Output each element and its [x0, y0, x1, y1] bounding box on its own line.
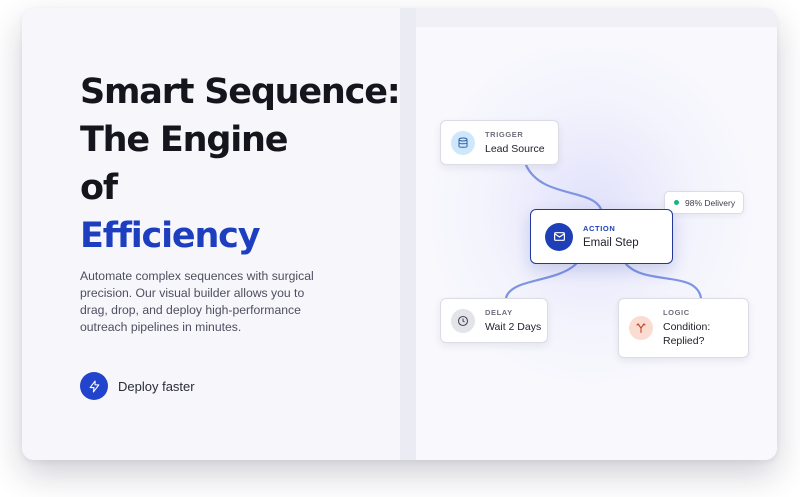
trigger-node-label: Lead Source — [485, 142, 545, 155]
delay-node[interactable]: DELAY Wait 2 Days — [440, 298, 548, 343]
flow-connectors — [504, 163, 703, 300]
status-dot-icon — [674, 200, 679, 205]
connector-action-delay — [504, 262, 578, 300]
logic-node[interactable]: LOGIC Condition: Replied? — [618, 298, 749, 358]
logic-node-label-line-1: Condition: — [663, 321, 711, 333]
action-node-label: Email Step — [583, 236, 639, 249]
delay-node-label: Wait 2 Days — [485, 320, 542, 333]
delivery-rate-label: 98% Delivery — [685, 197, 736, 208]
action-node-tag: ACTION — [583, 223, 616, 233]
logic-node-tag: LOGIC — [663, 308, 690, 317]
trigger-node[interactable]: TRIGGER Lead Source — [440, 120, 559, 165]
lightning-bolt-icon — [80, 372, 108, 400]
deploy-faster-label: Deploy faster — [118, 378, 195, 394]
panel-divider — [400, 8, 416, 460]
hero-panel: Smart Sequence: The Engine of Efficiency… — [22, 8, 401, 460]
connector-action-logic — [624, 262, 703, 300]
canvas-top-strip — [416, 8, 777, 27]
hero-title-line-2: The Engine — [80, 120, 288, 160]
clock-icon — [451, 308, 475, 333]
logic-node-label-line-2: Replied? — [663, 335, 705, 347]
logic-node-label: Condition: Replied? — [663, 320, 710, 348]
hero-title: Smart Sequence: The Engine of Efficiency — [80, 68, 410, 260]
database-icon — [451, 130, 475, 155]
branch-icon — [629, 316, 653, 340]
action-node[interactable]: ACTION Email Step — [530, 209, 673, 264]
hero-title-line-1: Smart Sequence: — [80, 72, 401, 112]
trigger-node-tag: TRIGGER — [485, 129, 524, 139]
sequence-builder-canvas[interactable]: TRIGGER Lead Source 98% Delivery ACTION … — [416, 8, 777, 460]
delivery-rate-badge: 98% Delivery — [664, 191, 744, 214]
feature-card: Smart Sequence: The Engine of Efficiency… — [22, 8, 777, 460]
connector-trigger-action — [524, 163, 603, 211]
delay-node-tag: DELAY — [485, 307, 513, 317]
hero-description: Automate complex sequences with surgical… — [80, 269, 314, 334]
hero-title-line-3: of — [80, 168, 118, 208]
deploy-faster-cta[interactable]: Deploy faster — [80, 372, 195, 400]
hero-title-accent: Efficiency — [80, 216, 261, 256]
mail-icon — [545, 222, 573, 251]
